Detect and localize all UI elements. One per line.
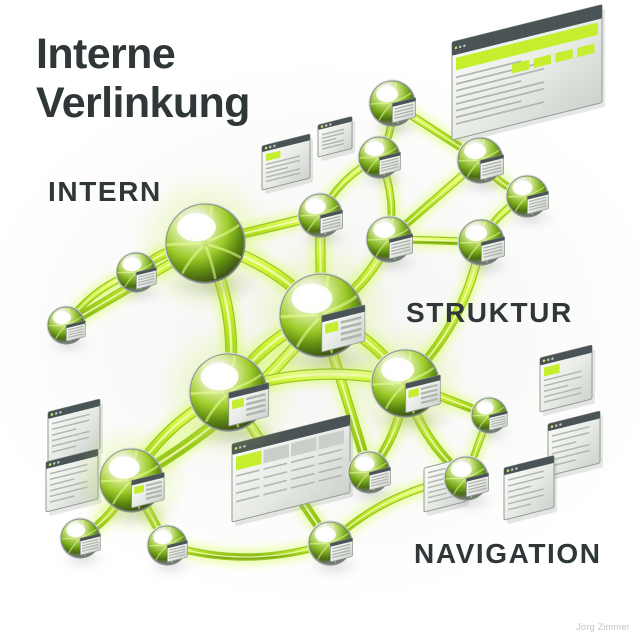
page-card	[261, 133, 313, 194]
page-card	[317, 116, 355, 161]
node-page-card	[466, 472, 489, 498]
node-page-card	[65, 320, 86, 342]
node-page-card	[368, 466, 391, 491]
credit-watermark: Jörg Zimmer	[576, 622, 630, 632]
node-page-card	[405, 374, 441, 413]
node-page-card	[481, 236, 505, 262]
title-line-1: Interne	[36, 30, 176, 78]
node-page-card	[488, 410, 508, 431]
node-page-card	[131, 472, 165, 509]
node-page-card	[166, 540, 188, 563]
keyword-navigation: NAVIGATION	[414, 538, 602, 569]
keyword-intern: INTERN	[48, 176, 162, 207]
page-card	[539, 344, 595, 416]
title-line-2: Verlinkung	[36, 79, 250, 127]
keyword-struktur: STRUKTUR	[406, 297, 573, 328]
node-page-card	[228, 382, 270, 427]
page-card	[451, 4, 605, 144]
page-card	[503, 455, 557, 524]
node-page-card	[480, 154, 504, 180]
network-node	[115, 251, 157, 293]
page-title: Interne Verlinkung	[36, 30, 250, 128]
node-page-card	[135, 267, 157, 290]
network-hub-node	[164, 202, 246, 284]
page-card	[547, 410, 603, 480]
node-page-card	[378, 151, 401, 176]
node-page-card	[527, 190, 549, 215]
node-page-card	[320, 209, 343, 235]
node-page-card	[389, 233, 413, 259]
node-page-card	[392, 97, 416, 123]
node-layer	[46, 79, 549, 566]
node-page-card	[321, 304, 366, 353]
node-page-card	[79, 533, 101, 556]
node-page-card	[330, 537, 353, 563]
network-node	[456, 136, 504, 184]
